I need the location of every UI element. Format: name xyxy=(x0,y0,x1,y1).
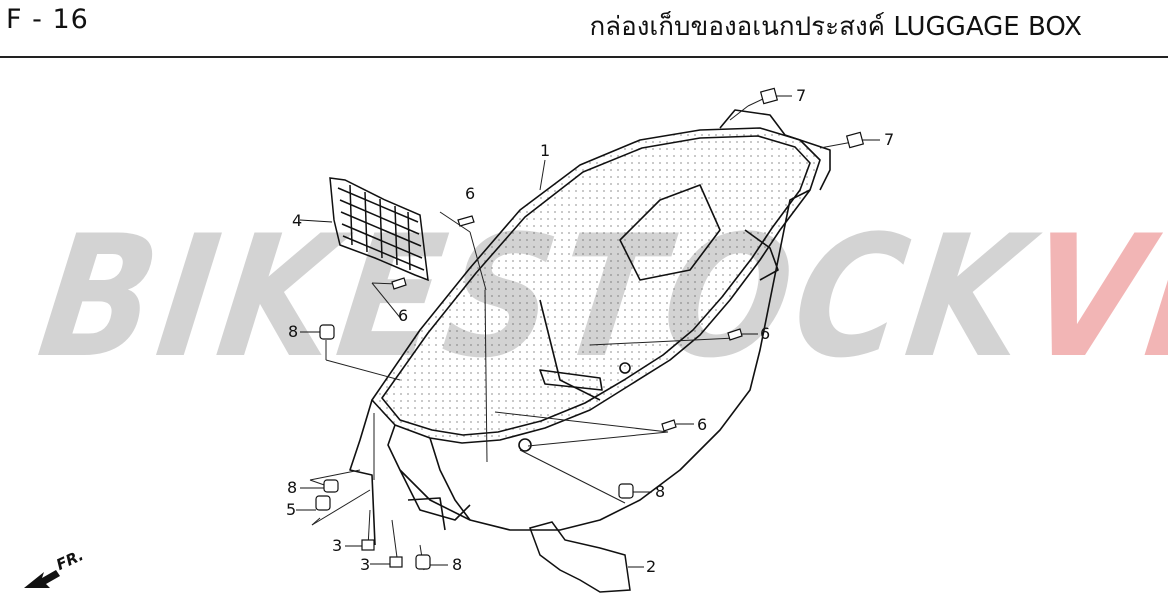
callout-7b: 7 xyxy=(884,130,895,149)
callout-8b: 8 xyxy=(287,478,298,497)
callout-3b: 3 xyxy=(360,555,371,574)
callout-8d: 8 xyxy=(452,555,463,574)
callout-5: 5 xyxy=(286,500,297,519)
front-arrow-icon xyxy=(24,570,60,588)
fasteners xyxy=(315,87,865,570)
page-title: กล่องเก็บของอเนกประสงค์ LUGGAGE BOX xyxy=(589,12,1082,42)
callout-ticks xyxy=(296,95,880,568)
tray-part xyxy=(329,177,429,282)
bracket-part xyxy=(529,521,631,593)
callout-1: 1 xyxy=(540,141,551,160)
callout-3a: 3 xyxy=(332,536,343,555)
header-divider xyxy=(0,56,1168,58)
callout-2: 2 xyxy=(646,557,657,576)
page-header: F - 16 กล่องเก็บของอเนกประสงค์ LUGGAGE B… xyxy=(0,0,1168,58)
callout-4: 4 xyxy=(292,211,303,230)
callout-8a: 8 xyxy=(288,322,299,341)
page-code: F - 16 xyxy=(6,4,89,35)
callout-6b: 6 xyxy=(398,306,409,325)
callout-8c: 8 xyxy=(655,482,666,501)
callout-6d: 6 xyxy=(697,415,708,434)
callout-7a: 7 xyxy=(796,86,807,105)
luggage-box-part xyxy=(349,109,831,546)
callout-6c: 6 xyxy=(760,324,771,343)
callout-6a: 6 xyxy=(465,184,476,203)
